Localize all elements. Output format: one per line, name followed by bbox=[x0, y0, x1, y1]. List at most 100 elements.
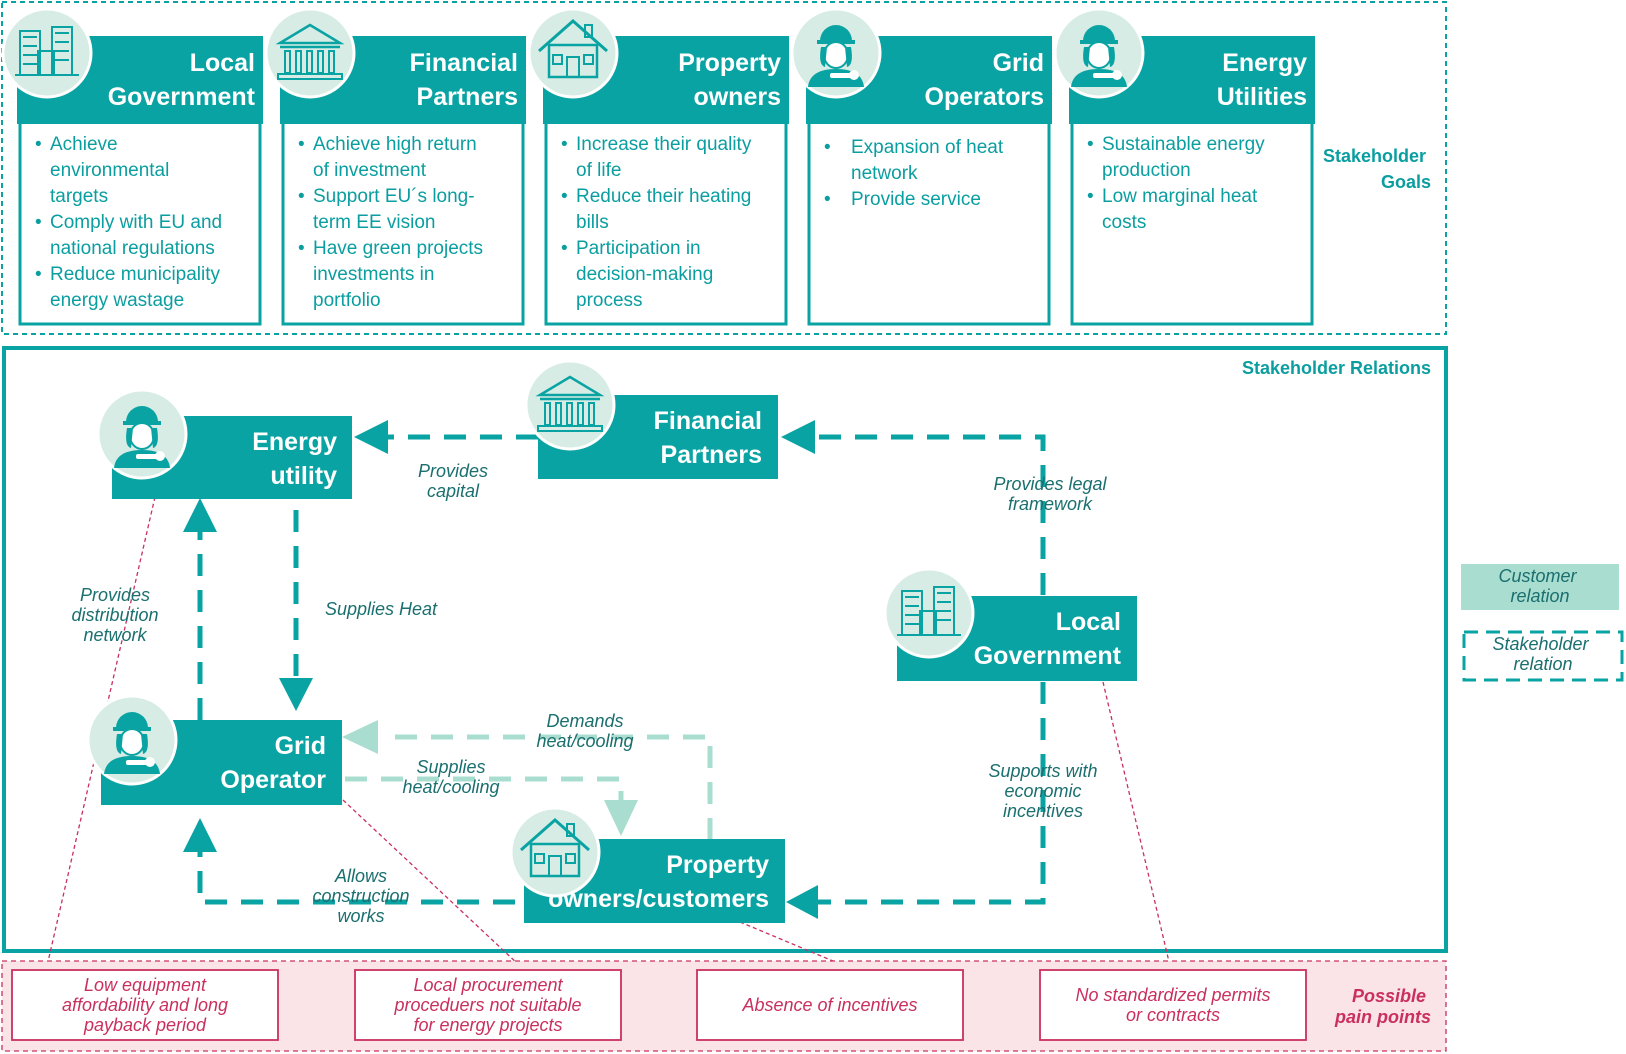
city-buildings-icon bbox=[1, 7, 93, 99]
pain-points-label: Possible pain points bbox=[1334, 986, 1431, 1027]
relations-section-frame bbox=[2, 346, 1448, 953]
pain-point-box: Absence of incentives bbox=[696, 969, 964, 1041]
goal-bullet: • bbox=[824, 137, 831, 158]
connector-grid-to-pain2 bbox=[342, 799, 521, 967]
arrowhead-into-utility-bottom bbox=[183, 498, 217, 532]
goal-bullet: • bbox=[298, 238, 305, 259]
arrowhead-into-financial bbox=[781, 420, 815, 454]
arrowhead-demand-into-grid bbox=[342, 720, 378, 754]
goals-section-frame bbox=[1, 1, 1447, 335]
goals-section-label: Stakeholder Goals bbox=[1323, 146, 1431, 192]
legend-stakeholder-relation-swatch bbox=[1462, 630, 1624, 682]
legend-customer-relation-swatch bbox=[1461, 564, 1619, 610]
legend-stakeholder-relation-label: Stakeholder relation bbox=[1492, 634, 1593, 674]
customer-relation-edges bbox=[345, 734, 713, 840]
connector-property-to-pain3 bbox=[739, 921, 846, 967]
goal-bullet: • bbox=[561, 186, 568, 207]
arrowhead-into-property bbox=[786, 885, 818, 919]
goal-card-body bbox=[18, 120, 262, 326]
worker-icon bbox=[96, 388, 188, 480]
edge-government-to-property bbox=[812, 682, 1046, 905]
worker-icon bbox=[1053, 7, 1145, 99]
house-icon bbox=[509, 806, 601, 898]
arrowheads bbox=[183, 420, 818, 919]
arrowhead-into-grid-top bbox=[279, 678, 313, 711]
relations-section-label: Stakeholder Relations bbox=[1242, 358, 1431, 378]
pain-point-text: Absence of incentives bbox=[741, 995, 917, 1015]
bank-icon bbox=[524, 359, 616, 451]
goal-card-body bbox=[281, 120, 525, 326]
goal-bullet: • bbox=[561, 238, 568, 259]
goal-bullet: • bbox=[35, 212, 42, 233]
house-icon bbox=[527, 7, 619, 99]
legend: Customer relation Stakeholder relation bbox=[1461, 564, 1624, 682]
goal-item: Support EU´s long-term EE vision bbox=[313, 186, 475, 233]
arrowhead-into-utility bbox=[354, 420, 388, 454]
goal-bullet: • bbox=[1087, 186, 1094, 207]
goal-bullet: • bbox=[1087, 134, 1094, 155]
city-buildings-icon bbox=[883, 567, 975, 659]
stakeholder-relation-edges bbox=[197, 434, 1046, 905]
goal-item: Provide service bbox=[851, 189, 981, 210]
bank-icon bbox=[264, 7, 356, 99]
worker-icon bbox=[790, 7, 882, 99]
arrowhead-supply-into-property bbox=[604, 800, 638, 836]
goal-bullet: • bbox=[35, 134, 42, 155]
goal-bullet: • bbox=[35, 264, 42, 285]
edge-label-supplies-heat: Supplies Heat bbox=[325, 599, 438, 619]
worker-icon bbox=[86, 694, 178, 786]
goal-card-body bbox=[807, 120, 1051, 326]
connector-government-to-pain4 bbox=[1102, 681, 1171, 967]
edge-government-to-financial bbox=[815, 434, 1046, 595]
legend-customer-relation-label: Customer relation bbox=[1498, 566, 1581, 606]
goal-bullet: • bbox=[298, 186, 305, 207]
goal-bullet: • bbox=[824, 189, 831, 210]
goal-bullet: • bbox=[561, 134, 568, 155]
